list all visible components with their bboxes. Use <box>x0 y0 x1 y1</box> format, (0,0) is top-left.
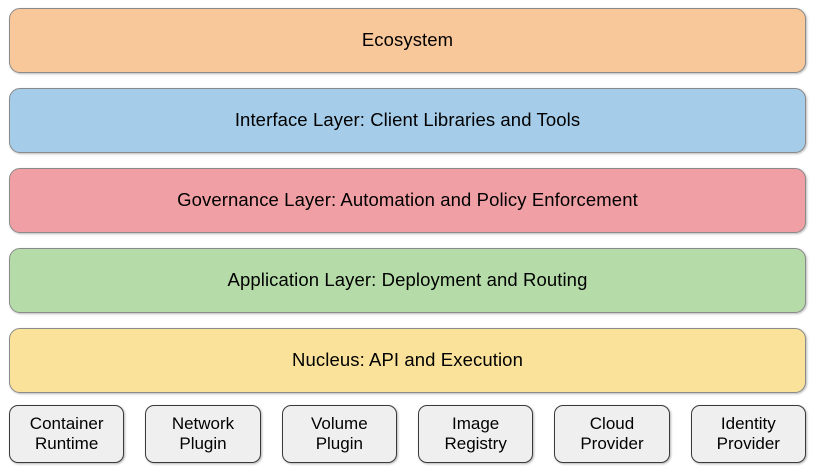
layer-label-interface-layer: Interface Layer: Client Libraries and To… <box>234 109 581 131</box>
component-label-line-1: Identity <box>720 413 776 433</box>
component-box-identity-provider[interactable]: Identity Provider <box>690 405 806 463</box>
component-label-line-1: Cloud <box>589 413 635 433</box>
layer-label-nucleus: Nucleus: API and Execution <box>292 349 523 371</box>
layer-bar-application-layer[interactable]: Application Layer: Deployment and Routin… <box>9 248 806 313</box>
component-label-line-2: Provider <box>580 434 644 453</box>
component-box-network-plugin[interactable]: Network Plugin <box>145 405 261 463</box>
component-label-line-2: Provider <box>716 434 780 453</box>
component-row: Container Runtime Network Plugin Volume … <box>9 405 806 463</box>
component-box-cloud-provider[interactable]: Cloud Provider <box>554 405 670 463</box>
component-label-line-2: Plugin <box>315 434 363 453</box>
layer-label-application-layer: Application Layer: Deployment and Routin… <box>227 269 588 291</box>
layer-bar-nucleus[interactable]: Nucleus: API and Execution <box>9 328 806 393</box>
component-box-volume-plugin[interactable]: Volume Plugin <box>281 405 397 463</box>
component-box-container-runtime[interactable]: Container Runtime <box>9 405 125 463</box>
component-label-line-1: Image <box>452 413 500 433</box>
component-box-image-registry[interactable]: Image Registry <box>417 405 534 463</box>
component-label-line-2: Runtime <box>35 434 99 453</box>
layer-bar-interface-layer[interactable]: Interface Layer: Client Libraries and To… <box>9 88 806 153</box>
layer-stack: Ecosystem Interface Layer: Client Librar… <box>9 8 806 393</box>
component-label-line-1: Volume <box>310 413 368 433</box>
component-label-line-2: Registry <box>444 434 507 453</box>
layer-bar-ecosystem[interactable]: Ecosystem <box>9 8 806 73</box>
layer-label-ecosystem: Ecosystem <box>361 29 454 51</box>
component-label-line-2: Plugin <box>179 434 227 453</box>
component-label-line-1: Network <box>171 413 235 433</box>
layer-bar-governance-layer[interactable]: Governance Layer: Automation and Policy … <box>9 168 806 233</box>
component-label-line-1: Container <box>29 413 104 433</box>
layer-label-governance-layer: Governance Layer: Automation and Policy … <box>177 189 638 211</box>
